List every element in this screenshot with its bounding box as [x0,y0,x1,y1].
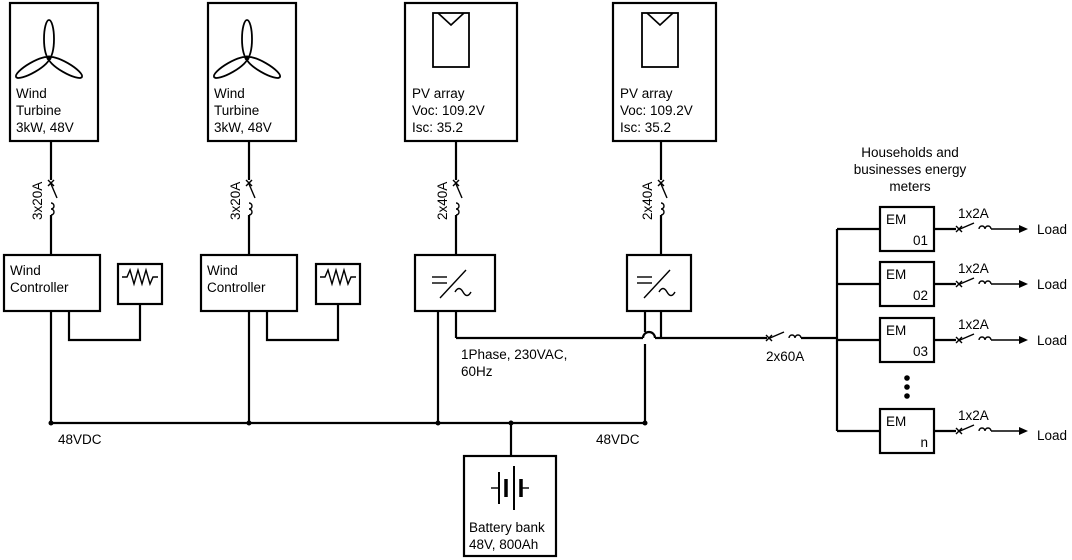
dc-bus-label-right: 48VDC [596,432,640,447]
circuit-breaker-icon [955,333,992,344]
load-label: Load [1037,222,1067,237]
dc-bus: 48VDC 48VDC [48,311,648,456]
controller-label-line2: Controller [207,280,266,295]
meters-title-line2: businesses energy [854,162,967,177]
meter-breaker-label: 1x2A [958,206,989,221]
pv-label-line2: Voc: 109.2V [620,103,693,118]
inverter-icon [432,269,472,299]
main-breaker-label: 2x60A [766,349,804,364]
ac-bus-label-line2: 60Hz [461,364,493,379]
pv-label-line2: Voc: 109.2V [412,103,485,118]
feeder-wind-1: 3x20A [30,141,58,255]
energy-meter-n: EM n 1x2A Load [837,407,1067,455]
battery-icon [491,466,529,510]
turbine-label-line1: Wind [16,86,47,101]
turbine-label-line3: 3kW, 48V [214,120,272,135]
turbine-label-line2: Turbine [214,103,259,118]
meter-id: 02 [913,288,928,303]
wind-turbine-icon [213,19,281,79]
meter-name: EM [886,323,906,338]
turbine-label-line3: 3kW, 48V [16,120,74,135]
resistor-icon [122,267,158,287]
meter-breaker-label: 1x2A [958,408,989,423]
solar-panel-icon [432,12,470,68]
meter-name: EM [886,267,906,282]
battery-label-line2: 48V, 800Ah [469,537,538,552]
pv-array-1: PV array Voc: 109.2V Isc: 35.2 [403,1,519,143]
circuit-breaker-icon [657,179,668,216]
energy-meter-01: EM 01 1x2A Load [837,205,1067,253]
circuit-breaker-icon [955,222,992,233]
circuit-breaker-icon [955,277,992,288]
breaker-label: 2x40A [435,182,450,220]
wind-controller-1: Wind Controller [2,253,102,313]
ac-bus: 1Phase, 230VAC, 60Hz [454,311,767,379]
controller-label-line1: Wind [207,263,238,278]
meters-title-line3: meters [889,179,931,194]
meter-breaker-label: 1x2A [958,261,989,276]
load-label: Load [1037,277,1067,292]
meter-id: n [920,435,928,450]
battery-bank: Battery bank 48V, 800Ah [462,454,558,558]
energy-meter-02: EM 02 1x2A Load [837,260,1067,308]
circuit-breaker-icon [452,179,463,216]
breaker-label: 2x40A [640,182,655,220]
pv-label-line1: PV array [412,86,465,101]
pv-label-line3: Isc: 35.2 [620,120,671,135]
breaker-label: 3x20A [228,182,243,220]
feeder-wind-2: 3x20A [228,141,256,255]
breaker-label: 3x20A [30,182,45,220]
dump-load-1 [116,262,164,306]
energy-meter-03: EM 03 1x2A Load [837,316,1067,364]
meter-id: 01 [913,233,928,248]
circuit-breaker-icon [245,179,256,216]
circuit-breaker-icon [765,331,802,342]
turbine-label-line2: Turbine [16,103,61,118]
meter-name: EM [886,212,906,227]
ac-bus-label-line1: 1Phase, 230VAC, [461,347,567,362]
pv-label-line3: Isc: 35.2 [412,120,463,135]
solar-panel-icon [641,12,679,68]
pv-label-line1: PV array [620,86,673,101]
meter-id: 03 [913,344,928,359]
dump-load-link-1 [67,304,142,342]
pv-array-2: PV array Voc: 109.2V Isc: 35.2 [611,1,718,143]
inverter-2 [625,253,693,313]
wind-turbine-2: Wind Turbine 3kW, 48V [206,1,298,143]
controller-label-line1: Wind [10,263,41,278]
inverter-1 [413,253,497,313]
main-breaker: 2x60A [765,331,837,364]
dc-bus-label-left: 48VDC [58,432,102,447]
wind-turbine-icon [15,19,83,79]
dump-load-2 [314,262,362,306]
meters-title: Households and businesses energy meters [854,145,967,194]
more-meters-ellipsis [904,375,910,399]
load-label: Load [1037,428,1067,443]
circuit-breaker-icon [955,424,992,435]
meters-title-line1: Households and [861,145,959,160]
meter-breaker-label: 1x2A [958,317,989,332]
feeder-pv-2: 2x40A [640,141,668,255]
meter-name: EM [886,414,906,429]
circuit-breaker-icon [47,179,58,216]
resistor-icon [320,267,356,287]
wind-controller-2: Wind Controller [199,253,299,313]
feeder-pv-1: 2x40A [435,141,463,255]
battery-label-line1: Battery bank [469,520,545,535]
dump-load-link-2 [265,304,340,342]
wind-turbine-1: Wind Turbine 3kW, 48V [8,1,100,143]
turbine-label-line1: Wind [214,86,245,101]
inverter-icon [637,269,676,299]
load-label: Load [1037,333,1067,348]
controller-label-line2: Controller [10,280,69,295]
